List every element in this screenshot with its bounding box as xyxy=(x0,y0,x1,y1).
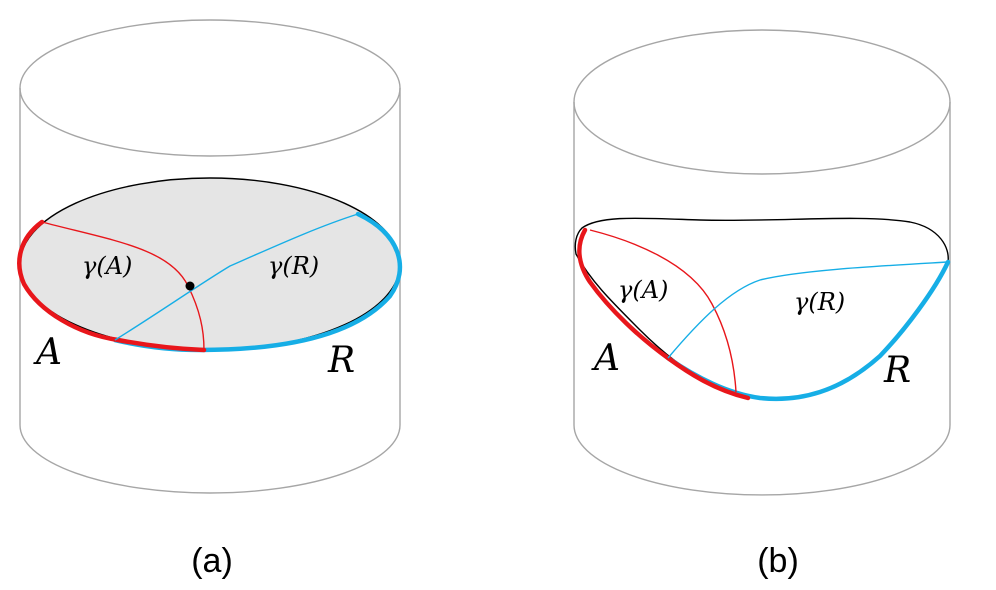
panel-b: γ(A) γ(R) A R (b) xyxy=(573,29,951,580)
panel-a: γ(A) γ(R) A R (a) xyxy=(17,19,403,580)
cylinder-bottom-arc xyxy=(573,424,951,496)
cylinder-b xyxy=(573,29,951,496)
cylinder-top-ellipse xyxy=(573,29,951,175)
time-slice-disk xyxy=(19,177,401,351)
geodesic-gamma-A xyxy=(589,229,737,393)
region-A-arc xyxy=(577,227,751,401)
region-A-arc xyxy=(17,219,207,353)
geodesic-gamma-R xyxy=(667,261,949,359)
geodesic-gamma-A xyxy=(41,221,205,351)
region-R-label: R xyxy=(883,350,911,391)
region-A-label: A xyxy=(591,338,620,379)
cylinder-bottom-arc xyxy=(19,424,401,494)
intersection-point xyxy=(185,281,195,291)
gamma-R-label: γ(R) xyxy=(268,252,319,280)
gamma-A-label: γ(A) xyxy=(82,252,132,280)
geodesic-gamma-R xyxy=(114,213,359,341)
caption-b: (b) xyxy=(757,542,799,580)
cylinder-top-ellipse xyxy=(19,19,401,157)
region-A-label: A xyxy=(33,332,62,373)
gamma-A-label: γ(A) xyxy=(618,276,668,304)
region-R-label: R xyxy=(327,340,355,381)
caption-a: (a) xyxy=(191,542,233,580)
gamma-R-label: γ(R) xyxy=(794,288,845,316)
